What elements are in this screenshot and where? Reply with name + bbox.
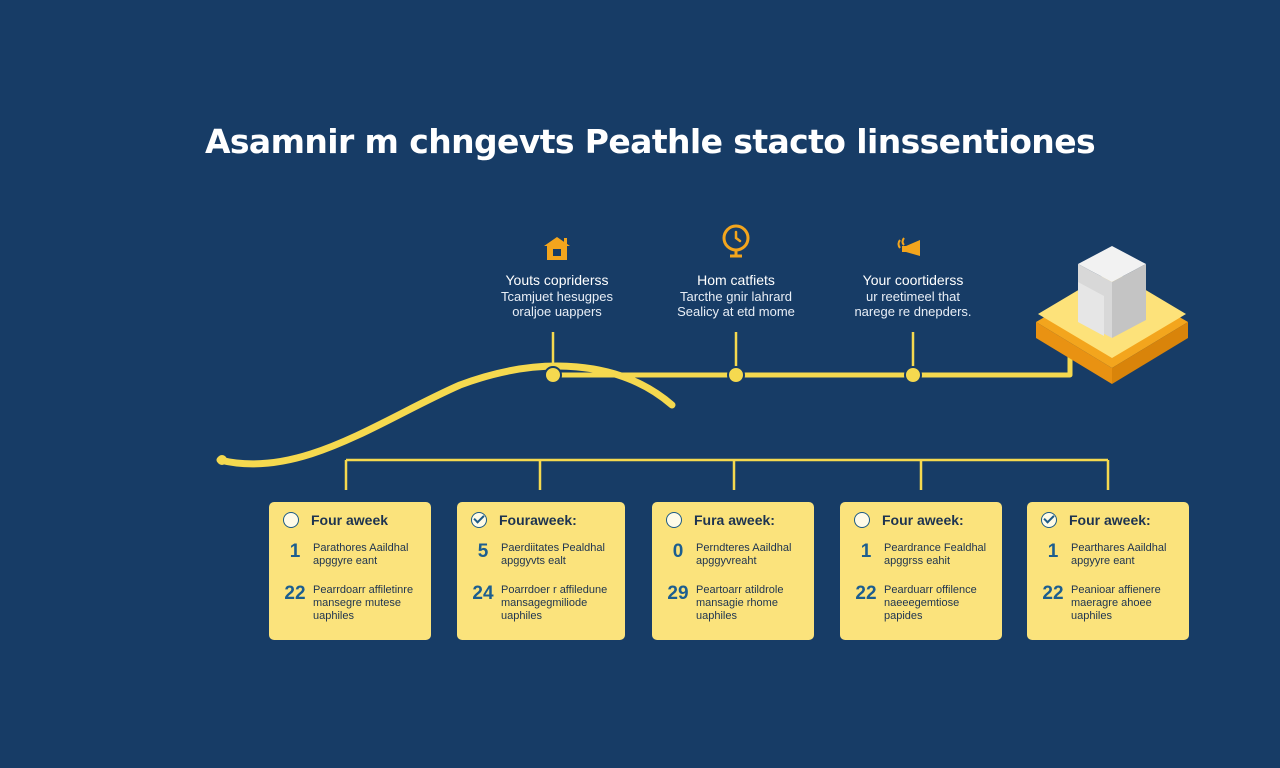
milestone-dot-2 [727, 366, 745, 384]
card-header: Four aweek [283, 512, 388, 528]
milestone-text: ur reetimeel that [866, 289, 960, 304]
card-number: 1 [1047, 541, 1059, 562]
card-header-label: Four aweek [311, 512, 389, 528]
milestone-1: Youts copriderss Tcamjuet hesugpes oralj… [457, 232, 657, 319]
milestone-2: Hom catfiets Tarcthe gnir lahrard Sealic… [636, 214, 836, 319]
check-circle-icon[interactable] [283, 512, 299, 528]
milestone-title: Your coortiderss [862, 272, 964, 288]
card-header: Fouraweek: [471, 512, 577, 528]
building-block-icon [1036, 246, 1188, 384]
card-header-label: Fura aweek: [694, 512, 775, 528]
card-number: 1 [289, 541, 301, 562]
milestone-dot-1 [544, 366, 562, 384]
card-number: 22 [284, 583, 306, 604]
house-icon [544, 237, 570, 260]
card-number: 5 [477, 541, 489, 562]
card-header-label: Four aweek: [1069, 512, 1151, 528]
milestone-text: Sealicy at etd mome [677, 304, 795, 319]
card-number: 1 [860, 541, 872, 562]
megaphone-icon [897, 237, 920, 256]
milestone-text: Tcamjuet hesugpes [500, 289, 613, 304]
curve-start-dot [217, 455, 227, 465]
milestone-text: narege re dnepders. [854, 304, 972, 319]
milestone-dot-3 [904, 366, 922, 384]
card-header-label: Fouraweek: [499, 512, 577, 528]
card-header-label: Four aweek: [882, 512, 964, 528]
page-title: Asamnir m chngevts Peathle stacto linsse… [204, 122, 1096, 161]
card-header: Four aweek: [1041, 512, 1151, 528]
card-header: Four aweek: [854, 512, 964, 528]
card-number: 0 [672, 541, 684, 562]
check-circle-icon[interactable] [1041, 512, 1057, 528]
check-circle-icon[interactable] [854, 512, 870, 528]
card-number: 24 [472, 583, 494, 604]
card-number: 22 [855, 583, 877, 604]
milestone-title: Youts copriderss [505, 272, 609, 288]
check-circle-icon[interactable] [471, 512, 487, 528]
timeline-curve [216, 362, 676, 468]
milestone-text: Tarcthe gnir lahrard [680, 289, 792, 304]
milestone-3: Your coortiderss ur reetimeel that nareg… [813, 232, 1013, 319]
timeline-line [560, 355, 1073, 378]
check-circle-icon[interactable] [666, 512, 682, 528]
milestone-title: Hom catfiets [697, 272, 775, 288]
milestone-text: oraljoe uappers [512, 304, 602, 319]
card-header: Fura aweek: [666, 512, 775, 528]
card-number: 22 [1042, 583, 1064, 604]
clock-icon [722, 224, 750, 258]
card-number: 29 [667, 583, 689, 604]
